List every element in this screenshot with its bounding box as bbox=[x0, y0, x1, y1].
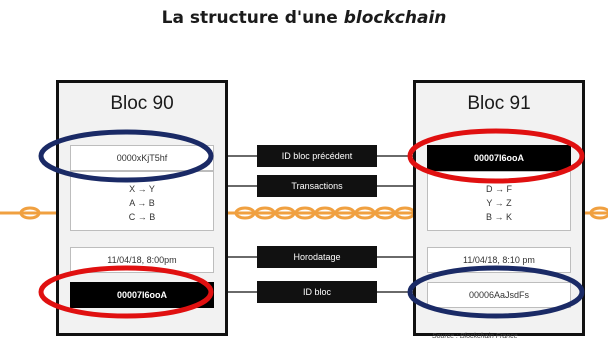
transaction-line: C → B bbox=[128, 212, 156, 222]
id-cell: 00006AaJsdFs bbox=[427, 282, 571, 308]
block-title: Bloc 90 bbox=[110, 93, 174, 114]
prev-id-cell: 0000xKjT5hf bbox=[70, 145, 214, 171]
label-timestamp: Horodatage bbox=[257, 246, 377, 268]
title-text: La structure d'une bbox=[161, 8, 338, 28]
timestamp-cell: 11/04/18, 8:00pm bbox=[70, 247, 214, 273]
prev-id-cell: 00007I6ooA bbox=[427, 145, 571, 171]
id-cell: 00007I6ooA bbox=[70, 282, 214, 308]
transaction-line: Y → Z bbox=[486, 198, 512, 208]
page-title: La structure d'une blockchain bbox=[0, 8, 608, 28]
timestamp-cell: 11/04/18, 8:10 pm bbox=[427, 247, 571, 273]
source-note: Source : Blockchain France bbox=[432, 333, 518, 340]
block-title: Bloc 91 bbox=[467, 93, 531, 114]
block-90: Bloc 90 0000xKjT5hf X → Y A → B C → B 11… bbox=[56, 80, 228, 336]
transaction-line: A → B bbox=[129, 198, 155, 208]
transaction-line: X → Y bbox=[129, 184, 155, 194]
transactions-box: D → F Y → Z B → K bbox=[427, 171, 571, 231]
block-91: Bloc 91 00007I6ooA D → F Y → Z B → K 11/… bbox=[413, 80, 585, 336]
chain-links bbox=[0, 206, 608, 220]
title-italic: blockchain bbox=[343, 8, 447, 28]
transactions-box: X → Y A → B C → B bbox=[70, 171, 214, 231]
label-id: ID bloc bbox=[257, 281, 377, 303]
label-transactions: Transactions bbox=[257, 175, 377, 197]
label-prev-id: ID bloc précédent bbox=[257, 145, 377, 167]
transaction-line: D → F bbox=[486, 184, 512, 194]
transaction-line: B → K bbox=[485, 212, 512, 222]
